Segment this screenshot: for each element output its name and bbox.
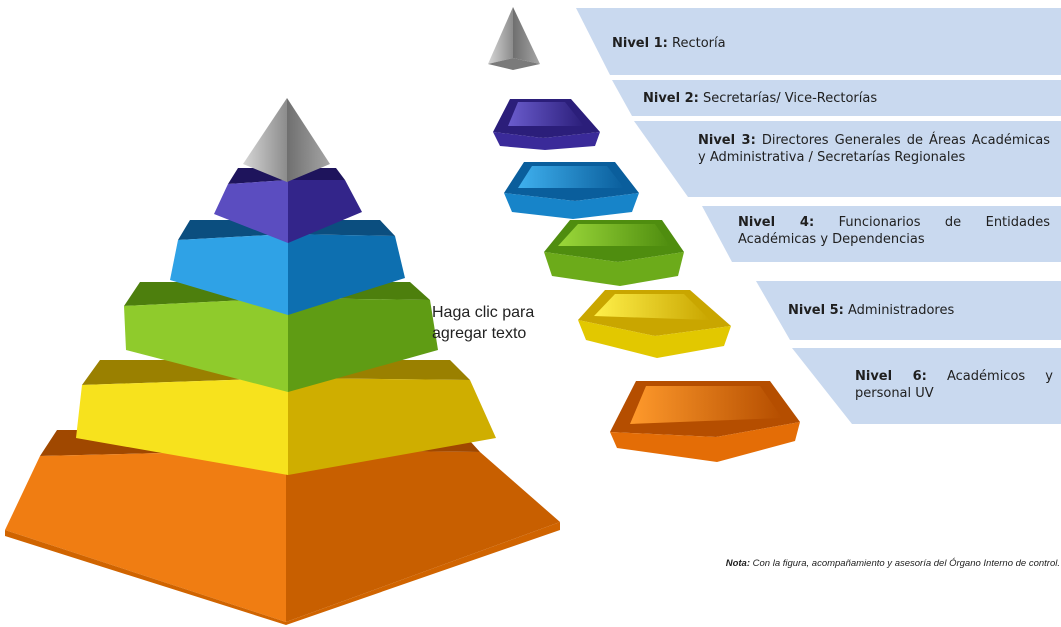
banner-level-2 xyxy=(612,80,1061,116)
level-5-label: Nivel 5: Administradores xyxy=(788,303,955,318)
figure-note: Nota: Con la figura, acompañamiento y as… xyxy=(725,558,1060,569)
exploded-pyramid xyxy=(488,7,800,462)
slice-5 xyxy=(578,290,731,358)
slice-3 xyxy=(504,162,639,219)
placeholder-text[interactable]: Haga clic para agregar texto xyxy=(432,304,535,342)
level-banners xyxy=(576,8,1061,424)
banner-level-3 xyxy=(634,121,1061,197)
slice-1-apex xyxy=(488,7,540,70)
banner-level-5 xyxy=(756,281,1061,340)
slice-4 xyxy=(544,220,684,286)
tier-2 xyxy=(214,168,362,243)
stacked-pyramid xyxy=(5,98,560,625)
level-1-label: Nivel 1: Rectoría xyxy=(612,36,726,51)
level-6-label: Nivel 6: Académicos y personal UV xyxy=(855,369,1053,401)
slice-2 xyxy=(493,99,600,150)
banner-level-1 xyxy=(576,8,1061,75)
level-2-label: Nivel 2: Secretarías/ Vice-Rectorías xyxy=(643,91,878,106)
tier-1 xyxy=(243,98,330,182)
banner-level-4 xyxy=(702,206,1061,262)
level-4-label: Nivel 4: Funcionarios de Entidades Acadé… xyxy=(738,215,1051,247)
level-3-label: Nivel 3: Directores Generales de Áreas A… xyxy=(698,133,1050,165)
slice-6 xyxy=(610,381,800,462)
banner-level-6 xyxy=(792,348,1061,424)
